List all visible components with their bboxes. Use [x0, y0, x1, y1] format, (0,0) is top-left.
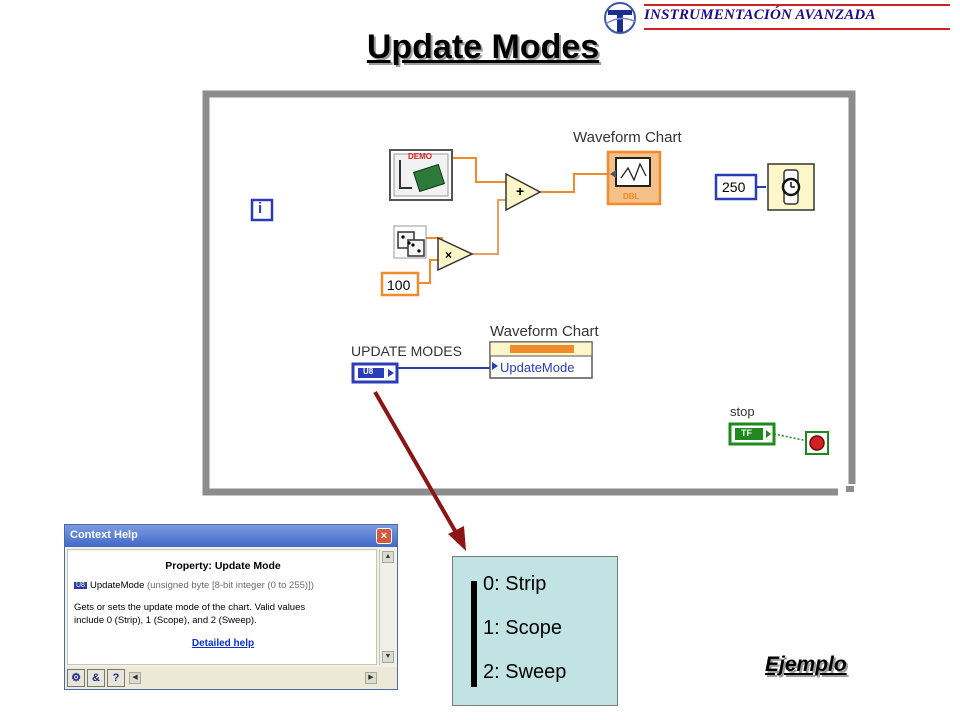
waveform-chart-label-top: Waveform Chart [573, 129, 682, 146]
constant-100[interactable] [380, 271, 420, 297]
context-help-heading: Property: Update Mode [165, 560, 281, 572]
wait-timer-node[interactable] [767, 163, 815, 211]
update-modes-control[interactable] [351, 362, 399, 384]
demo-label: DEMO [408, 152, 432, 161]
context-help-desc-1: Gets or sets the update mode of the char… [74, 602, 306, 613]
constant-100-value: 100 [387, 277, 411, 293]
mode-scope: 1: Scope [483, 617, 562, 639]
update-modes-label: UPDATE MODES [351, 343, 462, 359]
close-icon[interactable]: × [376, 528, 392, 544]
block-diagram: + × [198, 88, 862, 502]
orange-wire-grey-adder [472, 199, 506, 255]
scroll-up-icon[interactable]: ▲ [382, 551, 394, 563]
page-title: Update Modes [366, 28, 600, 66]
property-name-label: UpdateMode [500, 360, 575, 375]
signature-type: (unsigned byte [8-bit integer (0 to 255)… [147, 580, 314, 591]
context-help-titlebar[interactable]: Context Help × [65, 525, 397, 547]
green-wire-stop [773, 433, 809, 442]
context-help-toolbar: ⚙ & ? ◀ ▶ [65, 667, 397, 689]
scroll-left-icon[interactable]: ◀ [129, 672, 141, 684]
stop-button-terminal[interactable] [728, 422, 776, 446]
svg-text:+: + [516, 183, 524, 199]
loop-condition-stop-icon[interactable] [805, 431, 829, 455]
scroll-right-icon[interactable]: ▶ [365, 672, 377, 684]
constant-250-value: 250 [722, 179, 746, 195]
legend-bar [471, 581, 477, 687]
context-help-desc-2: include 0 (Strip), 1 (Scope), and 2 (Swe… [74, 615, 257, 626]
stop-label: stop [730, 404, 755, 419]
faculty-logo-icon [604, 2, 637, 34]
multiply-node[interactable]: × [437, 236, 474, 272]
orange-wires [418, 157, 608, 284]
lock-icon[interactable]: & [87, 669, 105, 687]
property-node[interactable] [489, 341, 593, 379]
brand-rule-bottom [644, 28, 950, 30]
brand-header: INSTRUMENTACIÓN AVANZADA [598, 0, 960, 36]
add-node[interactable]: + [505, 172, 542, 212]
mode-strip: 0: Strip [483, 573, 547, 595]
loop-condition-tab [846, 486, 854, 492]
simple-view-icon[interactable]: ⚙ [67, 669, 85, 687]
brand-title: INSTRUMENTACIÓN AVANZADA [644, 7, 876, 23]
stop-type: TF [741, 428, 752, 438]
chart-type-label: DBL [623, 192, 640, 201]
block-diagram-canvas: + × [202, 90, 856, 496]
mode-sweep: 2: Sweep [483, 661, 567, 683]
iteration-terminal[interactable] [250, 198, 274, 222]
dice-random-node[interactable] [393, 225, 427, 259]
signature-property: UpdateMode [89, 580, 145, 591]
context-help-scrollbar[interactable]: ▲ ▼ [379, 549, 395, 665]
help-icon[interactable]: ? [107, 669, 125, 687]
context-help-title: Context Help [70, 529, 138, 541]
constant-250[interactable] [714, 173, 758, 201]
update-modes-type: U8 [363, 367, 374, 376]
demo-acquisition-node[interactable] [389, 149, 453, 201]
example-link[interactable]: Ejemplo [765, 653, 847, 676]
while-loop-border[interactable] [202, 90, 856, 496]
u8-badge-icon: U8 [74, 582, 87, 589]
detailed-help-link[interactable]: Detailed help [191, 638, 255, 649]
iteration-label: i [258, 200, 263, 217]
waveform-chart-label-bottom: Waveform Chart [490, 323, 599, 340]
brand-rule-top [644, 4, 950, 6]
waveform-chart-terminal[interactable] [606, 150, 662, 206]
update-modes-legend: 0: Strip 1: Scope 2: Sweep [452, 556, 618, 706]
svg-text:×: × [445, 248, 452, 262]
scroll-down-icon[interactable]: ▼ [382, 651, 394, 663]
